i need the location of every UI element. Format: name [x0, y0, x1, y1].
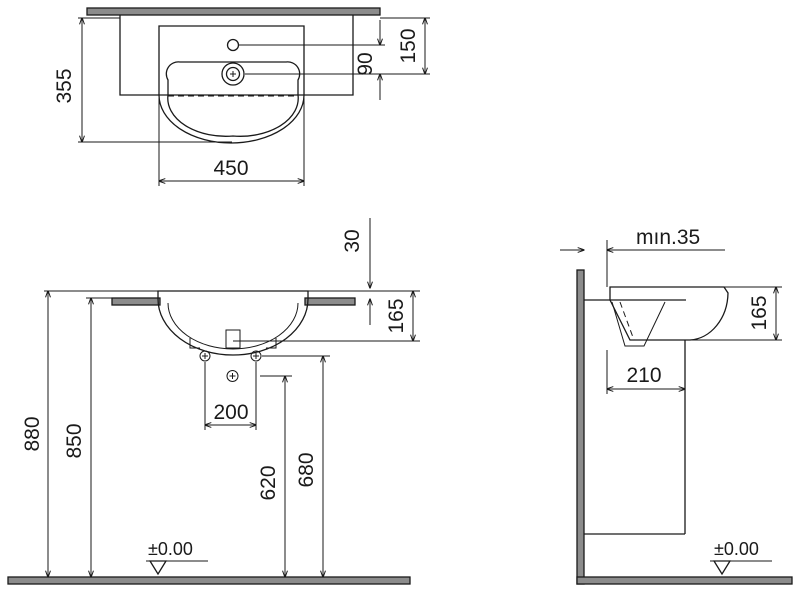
tap-hole — [226, 38, 240, 52]
top-wall-bracket — [119, 15, 354, 96]
side-bracket-dash — [619, 301, 635, 341]
front-waste-outlet — [225, 329, 241, 349]
label-90: 90 — [354, 52, 377, 75]
label-680: 680 — [295, 452, 318, 487]
label-165: 165 — [385, 298, 408, 333]
drain-outer — [221, 62, 245, 86]
counter-left — [111, 297, 161, 306]
label-200: 200 — [213, 401, 248, 424]
front-basin-outline — [157, 290, 309, 356]
label-side-165: 165 — [748, 295, 771, 330]
front-bowl-inner — [167, 302, 299, 350]
drain-inner — [225, 66, 241, 82]
side-bracket — [611, 301, 666, 347]
counter-right — [304, 297, 356, 306]
label-150: 150 — [397, 28, 420, 63]
side-basin-outline — [609, 286, 729, 341]
side-level-triangle — [712, 560, 732, 576]
top-basin-outline — [158, 25, 305, 144]
front-level-triangle — [148, 560, 168, 576]
label-210: 210 — [626, 364, 661, 387]
fixing-hole-right — [250, 350, 262, 362]
fixing-hole-left — [199, 350, 211, 362]
front-view: 30 165 880 850 200 620 680 ±0.00 — [7, 218, 420, 585]
front-trap — [189, 338, 277, 349]
label-450: 450 — [213, 157, 248, 180]
top-wall — [86, 7, 381, 16]
label-min35: mın.35 — [636, 226, 700, 249]
side-floor-level: ±0.00 — [714, 539, 759, 559]
side-view: mın.35 165 210 ±0.00 — [560, 226, 793, 585]
waste-hole — [226, 370, 239, 382]
front-floor — [7, 576, 411, 585]
top-view: 355 450 150 90 — [53, 7, 430, 186]
label-355: 355 — [53, 68, 76, 103]
label-880: 880 — [21, 416, 44, 451]
top-bowl-inner — [165, 61, 301, 137]
side-wall — [576, 269, 585, 585]
label-30: 30 — [341, 229, 364, 252]
label-850: 850 — [63, 423, 86, 458]
front-floor-level: ±0.00 — [148, 539, 193, 559]
side-floor — [576, 576, 793, 585]
label-620: 620 — [257, 465, 280, 500]
